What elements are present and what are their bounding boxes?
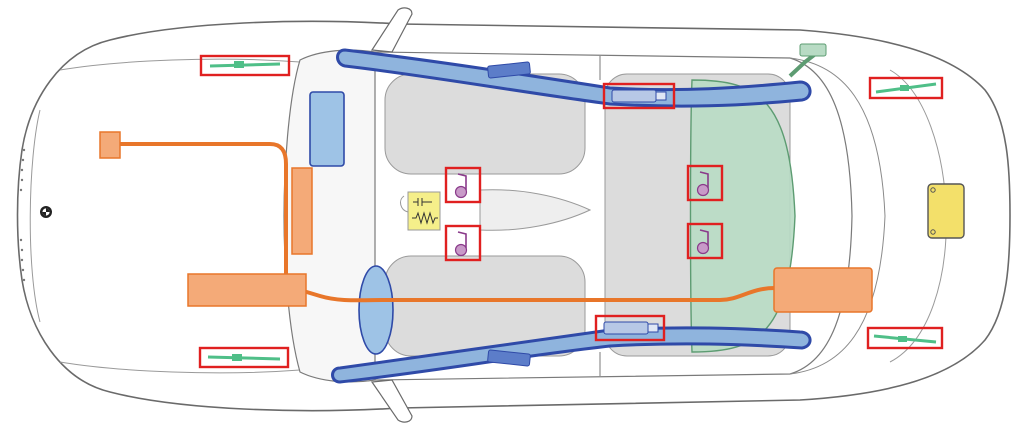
dash-small-module-top [487,61,531,79]
seatbelt-buckle-icon [444,166,482,204]
orange-vertical-module [291,167,313,255]
bmw-roundel-icon [40,206,52,218]
seatbelt-buckle-icon [444,224,482,262]
hood-line-top [59,58,301,71]
curtain-inflator-bottom [594,314,666,342]
driver-front-airbag [358,265,394,355]
harness-main-run [299,286,776,303]
orange-rear-module [773,267,873,313]
curtain-airbag-top [336,48,812,108]
mirror-left [370,7,413,53]
center-console [479,189,592,231]
side-impact-sensor-icon [199,54,291,77]
orange-main-control-unit [187,273,307,307]
passenger-front-airbag [309,91,345,167]
roof-outline [374,51,853,381]
control-unit-circuit-icon [400,191,441,231]
side-impact-sensor-icon [198,346,290,369]
orange-harness [120,142,776,303]
mirror-right [370,379,413,423]
curtain-airbag-bottom [331,326,812,384]
side-impact-sensor-icon [868,76,944,100]
buckle-sensor-group [444,164,724,262]
rear-window [789,57,886,375]
car-body-outline [16,20,1011,412]
front-bumper-line [29,109,41,323]
seatbelt-buckle-icon [686,164,724,202]
curtain-inflator-top [602,82,676,110]
hood-line-bottom [59,361,301,374]
side-sensor-group [198,54,944,369]
battery-icon [927,183,965,239]
side-impact-sensor-icon [866,326,944,350]
rear-green-module [799,43,827,57]
front-orange-sensor [99,131,121,159]
seatbelt-buckle-icon [686,222,724,260]
front-grille [19,148,26,282]
dash-small-module-bottom [487,349,531,367]
harness-front-loop [120,142,288,288]
